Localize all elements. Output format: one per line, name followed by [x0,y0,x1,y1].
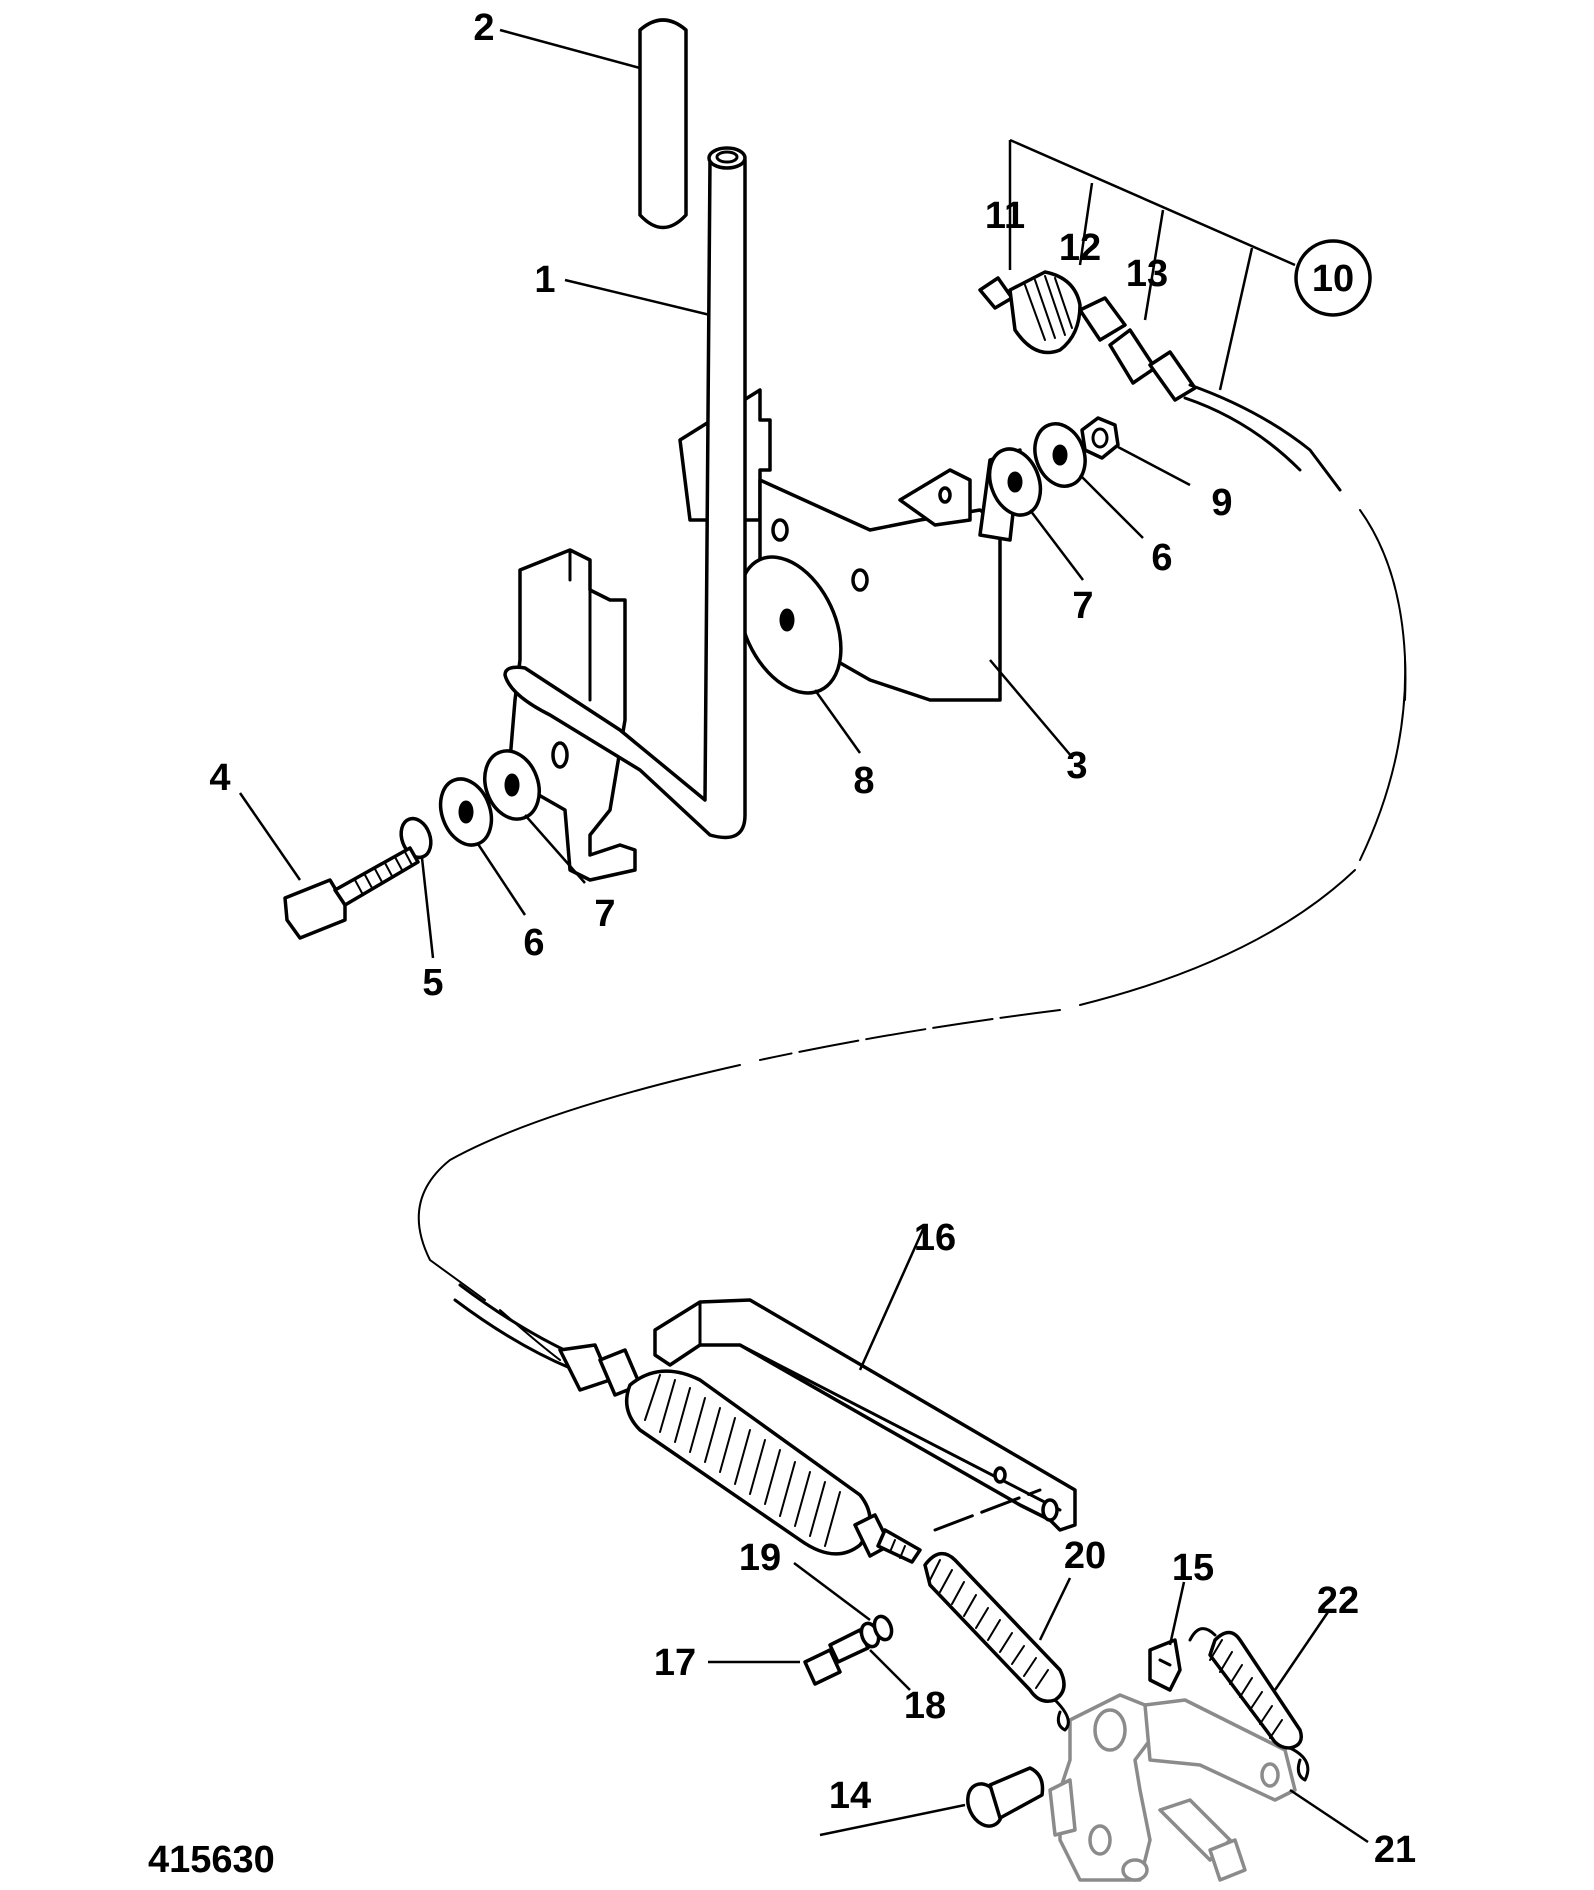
screw-and-washers-part [803,1614,894,1686]
right-washer-6-part [1033,422,1087,488]
grip-sleeve-part [638,18,688,230]
control-cable-part [417,509,1407,1361]
large-washer-part [737,555,843,695]
callout-10-circle [1294,239,1372,317]
right-washer-7-part [987,447,1043,517]
left-washer-6-part [438,777,494,847]
callout-4: 4 [209,757,230,799]
bracket-arm-part [653,1298,1077,1532]
callout-17: 17 [654,1642,696,1684]
left-washer-7-part [483,749,541,821]
callout-1: 1 [534,259,555,301]
callout-9: 9 [1211,482,1232,524]
leader-lines [238,28,1369,1844]
linkage-assembly-part [1048,1693,1297,1882]
callout-14: 14 [829,1775,871,1817]
callout-19: 19 [739,1537,781,1579]
callout-13: 13 [1126,253,1168,295]
clevis-pin-part [966,1766,1045,1828]
lower-cable-boot-part [453,1283,1042,1564]
lever-rod-part [503,146,747,840]
callout-21: 21 [1374,1829,1416,1871]
callout-12: 12 [1059,227,1101,269]
callout-8: 8 [853,760,874,802]
callout-22: 22 [1317,1580,1359,1622]
callout-11: 11 [985,195,1025,237]
nut-part [1080,416,1120,460]
cable-end-fittings-part [978,270,1342,492]
figure-number: 415630 [148,1839,275,1881]
callout-6-right: 6 [1151,537,1172,579]
callout-20: 20 [1064,1535,1106,1577]
callout-10: 10 [1312,258,1354,300]
callout-3: 3 [1066,745,1087,787]
callout-16: 16 [914,1217,956,1259]
callout-2: 2 [473,7,494,49]
return-spring-part [1188,1627,1310,1782]
callout-18: 18 [904,1685,946,1727]
callout-5: 5 [422,962,443,1004]
tension-spring-part [923,1551,1070,1732]
callout-15: 15 [1172,1547,1214,1589]
callout-6-left: 6 [523,922,544,964]
bolt-part [283,846,420,940]
callout-7-right: 7 [1072,585,1093,627]
clip-part [1148,1638,1182,1692]
callout-7-left: 7 [594,893,615,935]
